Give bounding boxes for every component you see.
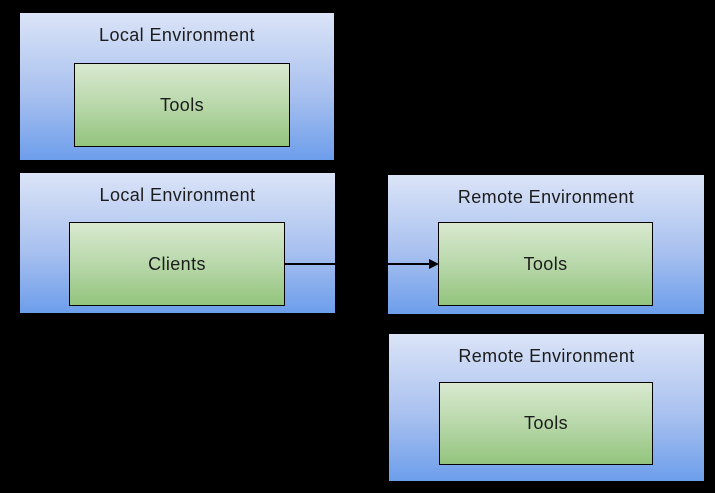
tools-node: Tools xyxy=(438,222,653,306)
tools-node-label: Tools xyxy=(523,413,569,433)
environment-title: Remote Environment xyxy=(458,346,635,366)
arrowhead-icon xyxy=(429,259,439,269)
tools-node-label: Tools xyxy=(523,253,568,274)
clients-node-label: Clients xyxy=(148,253,206,274)
clients-node: Clients xyxy=(69,222,285,306)
remote-environment-box-2: Remote Environment Tools xyxy=(389,334,704,481)
environment-title: Local Environment xyxy=(99,185,256,205)
environment-title: Remote Environment xyxy=(457,187,635,207)
tools-node-label: Tools xyxy=(159,94,205,115)
tools-node: Tools xyxy=(74,63,290,147)
remote-environment-box-1: Remote Environment Tools xyxy=(388,175,704,314)
local-environment-box-1: Local Environment Tools xyxy=(20,13,334,160)
local-environment-box-2: Local Environment Clients xyxy=(20,173,335,313)
tools-node: Tools xyxy=(439,382,653,465)
environment-title: Local Environment xyxy=(99,25,255,45)
clients-to-tools-arrow xyxy=(285,259,439,269)
